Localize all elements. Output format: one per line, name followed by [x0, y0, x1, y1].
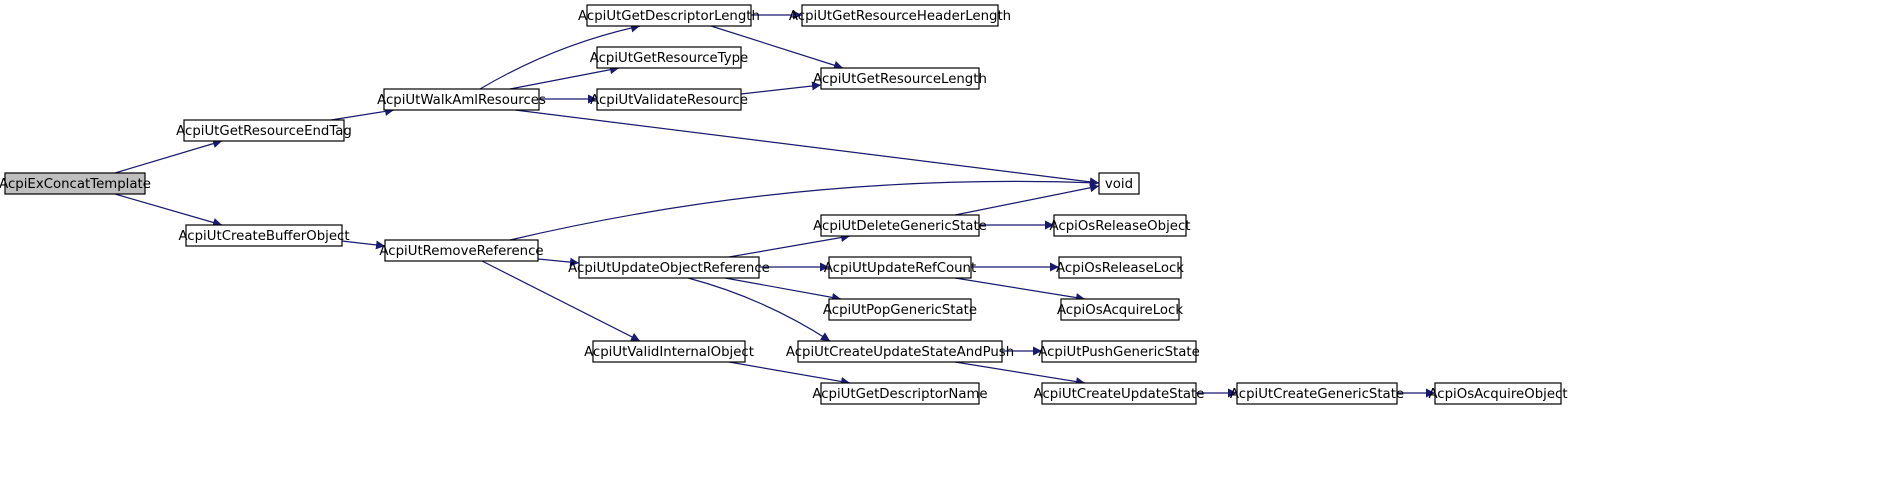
- node-endtag[interactable]: AcpiUtGetResourceEndTag: [176, 119, 352, 142]
- edge-cusap-to-cus: [954, 361, 1086, 387]
- node-box-descname: [820, 382, 980, 405]
- node-descname[interactable]: AcpiUtGetDescriptorName: [812, 382, 988, 405]
- node-box-osrellock: [1058, 256, 1182, 279]
- node-box-osacqobj: [1434, 382, 1562, 405]
- node-label-validres: AcpiUtValidateResource: [590, 93, 748, 108]
- node-validres[interactable]: AcpiUtValidateResource: [590, 88, 748, 111]
- node-box-cusap: [797, 340, 1003, 363]
- edge-desclen-to-reslen: [710, 25, 844, 70]
- node-reslen[interactable]: AcpiUtGetResourceLength: [813, 67, 987, 90]
- node-label-validint: AcpiUtValidInternalObject: [584, 345, 754, 360]
- node-concat[interactable]: AcpiExConcatTemplate: [0, 172, 151, 195]
- node-box-delgen: [820, 214, 980, 237]
- node-box-endtag: [183, 119, 345, 142]
- node-box-createbuf: [185, 224, 343, 247]
- edges-layer: [114, 10, 1435, 398]
- edge-endtag-to-walkaml: [330, 106, 395, 121]
- edge-validres-to-reslen: [740, 81, 822, 95]
- node-label-restype: AcpiUtGetResourceType: [590, 51, 748, 66]
- node-box-concat: [4, 172, 146, 195]
- node-osacqobj[interactable]: AcpiOsAcquireObject: [1428, 382, 1568, 405]
- node-box-pushgen: [1041, 340, 1197, 363]
- edge-removeref-to-validint: [481, 260, 641, 342]
- node-label-reshdrlen: AcpiUtGetResourceHeaderLength: [789, 9, 1011, 24]
- node-box-popgen: [828, 298, 972, 321]
- node-box-removeref: [384, 239, 539, 262]
- edge-walkaml-to-void: [514, 109, 1100, 187]
- node-box-cgs: [1236, 382, 1398, 405]
- node-cus[interactable]: AcpiUtCreateUpdateState: [1034, 382, 1205, 405]
- node-box-validres: [596, 88, 742, 111]
- node-label-cusap: AcpiUtCreateUpdateStateAndPush: [786, 345, 1014, 360]
- edge-createbuf-to-removeref: [341, 240, 386, 250]
- edge-updobjref-to-cusap: [687, 277, 831, 342]
- node-label-delgen: AcpiUtDeleteGenericState: [813, 219, 987, 234]
- edge-validint-to-descname: [728, 361, 851, 386]
- node-label-osrelobj: AcpiOsReleaseObject: [1050, 219, 1191, 234]
- edge-updref-to-osacqlock: [954, 277, 1086, 303]
- node-updref[interactable]: AcpiUtUpdateRefCount: [824, 256, 976, 279]
- edge-removeref-to-updobjref: [537, 257, 580, 267]
- node-box-walkaml: [383, 88, 540, 111]
- node-label-removeref: AcpiUtRemoveReference: [379, 244, 543, 259]
- node-cgs[interactable]: AcpiUtCreateGenericState: [1230, 382, 1404, 405]
- node-box-void: [1098, 172, 1140, 195]
- node-label-osacqlock: AcpiOsAcquireLock: [1057, 303, 1183, 318]
- node-void[interactable]: void: [1098, 172, 1140, 195]
- node-osacqlock[interactable]: AcpiOsAcquireLock: [1057, 298, 1183, 321]
- node-box-osrelobj: [1053, 214, 1187, 237]
- node-walkaml[interactable]: AcpiUtWalkAmlResources: [377, 88, 546, 111]
- nodes-layer: AcpiExConcatTemplate AcpiUtGetResourceEnd…: [0, 4, 1568, 405]
- node-cusap[interactable]: AcpiUtCreateUpdateStateAndPush: [786, 340, 1014, 363]
- node-validint[interactable]: AcpiUtValidInternalObject: [584, 340, 754, 363]
- edge-concat-to-createbuf: [114, 193, 223, 227]
- edge-removeref-to-void: [509, 178, 1100, 241]
- node-label-cgs: AcpiUtCreateGenericState: [1230, 387, 1404, 402]
- node-label-endtag: AcpiUtGetResourceEndTag: [176, 124, 352, 139]
- node-box-reslen: [820, 67, 980, 90]
- node-label-pushgen: AcpiUtPushGenericState: [1038, 345, 1200, 360]
- node-box-reshdrlen: [801, 4, 999, 27]
- node-label-void: void: [1105, 177, 1133, 192]
- node-desclen[interactable]: AcpiUtGetDescriptorLength: [578, 4, 760, 27]
- node-delgen[interactable]: AcpiUtDeleteGenericState: [813, 214, 987, 237]
- node-osrellock[interactable]: AcpiOsReleaseLock: [1056, 256, 1184, 279]
- edge-concat-to-endtag: [114, 139, 223, 174]
- node-label-reslen: AcpiUtGetResourceLength: [813, 72, 987, 87]
- node-box-osacqlock: [1060, 298, 1180, 321]
- edge-delgen-to-void: [954, 183, 1100, 216]
- edge-updobjref-to-popgen: [724, 277, 842, 302]
- node-reshdrlen[interactable]: AcpiUtGetResourceHeaderLength: [789, 4, 1011, 27]
- node-updobjref[interactable]: AcpiUtUpdateObjectReference: [568, 256, 770, 279]
- node-label-walkaml: AcpiUtWalkAmlResources: [377, 93, 546, 108]
- node-box-desclen: [586, 4, 752, 27]
- node-label-popgen: AcpiUtPopGenericState: [823, 303, 977, 318]
- node-box-updobjref: [578, 256, 760, 279]
- edge-walkaml-to-desclen: [479, 23, 641, 90]
- node-label-updref: AcpiUtUpdateRefCount: [824, 261, 976, 276]
- node-removeref[interactable]: AcpiUtRemoveReference: [379, 239, 544, 262]
- node-label-osacqobj: AcpiOsAcquireObject: [1428, 387, 1567, 402]
- node-label-osrellock: AcpiOsReleaseLock: [1056, 261, 1184, 276]
- node-box-restype: [596, 46, 742, 69]
- node-box-cus: [1041, 382, 1197, 405]
- node-box-validint: [592, 340, 746, 363]
- node-box-updref: [828, 256, 972, 279]
- node-label-descname: AcpiUtGetDescriptorName: [812, 387, 987, 402]
- edge-updobjref-to-delgen: [728, 233, 851, 258]
- node-pushgen[interactable]: AcpiUtPushGenericState: [1038, 340, 1200, 363]
- node-popgen[interactable]: AcpiUtPopGenericState: [823, 298, 977, 321]
- node-label-updobjref: AcpiUtUpdateObjectReference: [568, 261, 770, 276]
- node-label-cus: AcpiUtCreateUpdateState: [1034, 387, 1205, 402]
- node-restype[interactable]: AcpiUtGetResourceType: [590, 46, 748, 69]
- node-label-createbuf: AcpiUtCreateBufferObject: [178, 229, 349, 244]
- node-label-desclen: AcpiUtGetDescriptorLength: [578, 9, 760, 24]
- node-label-concat: AcpiExConcatTemplate: [0, 177, 151, 192]
- node-osrelobj[interactable]: AcpiOsReleaseObject: [1050, 214, 1191, 237]
- edge-walkaml-to-restype: [509, 65, 620, 90]
- node-createbuf[interactable]: AcpiUtCreateBufferObject: [178, 224, 350, 247]
